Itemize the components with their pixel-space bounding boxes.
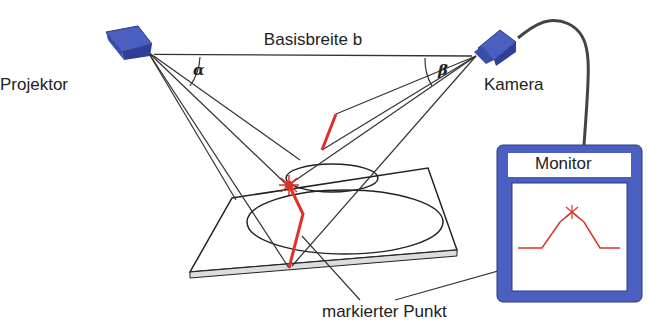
- laser-line: [289, 185, 303, 268]
- leader-line: [302, 236, 360, 300]
- object-top: [286, 164, 378, 192]
- node-label: Projektor: [0, 76, 68, 95]
- projector-rays: [148, 52, 300, 268]
- callout-label: markierter Punkt: [322, 303, 447, 322]
- angle-label: α: [193, 62, 205, 79]
- projector-node: Projektor: [104, 24, 154, 62]
- laser-line: [322, 114, 336, 150]
- camera-icon: [474, 30, 516, 66]
- node-label: Monitor: [535, 155, 592, 174]
- node-label: Kamera: [484, 76, 544, 95]
- plate-edge: [190, 250, 457, 278]
- camera-rays: [290, 56, 476, 266]
- edge-label: Basisbreite b: [261, 31, 365, 50]
- monitor-icon: [497, 145, 642, 302]
- marked-point: [279, 175, 299, 195]
- camera-node: Kamera: [472, 28, 518, 68]
- angle-arc: [425, 58, 432, 86]
- object-base: [247, 190, 443, 254]
- angle-label: β: [438, 62, 448, 79]
- monitor-node: Monitor: [497, 145, 642, 302]
- baseline: [154, 54, 472, 56]
- projector-icon: [106, 26, 152, 60]
